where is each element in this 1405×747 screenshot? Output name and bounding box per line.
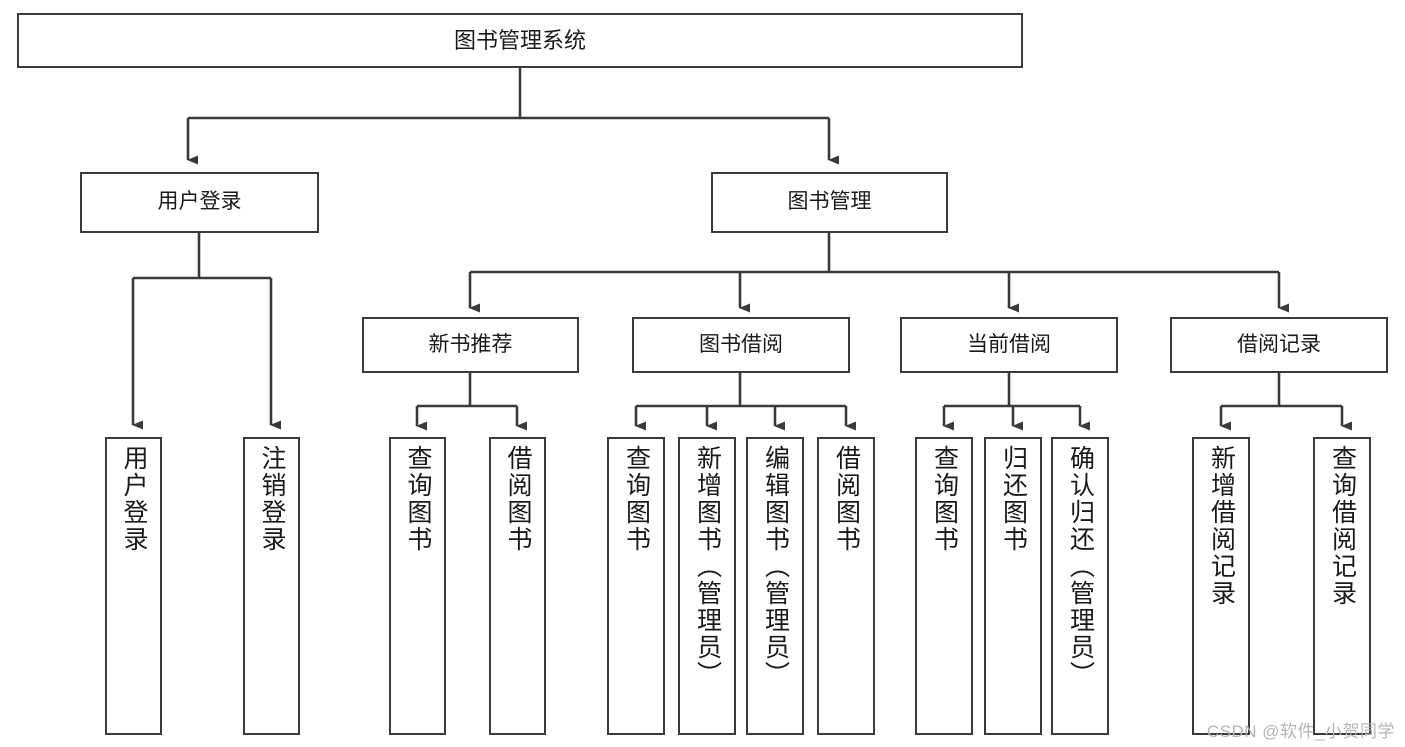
node-user-login[interactable]: 用户登录 bbox=[80, 172, 319, 233]
node-label: 图书管理 bbox=[787, 190, 872, 214]
leaf-edit-book-admin[interactable]: 编辑图书（管理员） bbox=[746, 437, 804, 735]
node-label: 用户登录 bbox=[157, 190, 242, 214]
node-label: 查询图书 bbox=[622, 445, 651, 553]
node-new-book-recommend[interactable]: 新书推荐 bbox=[362, 317, 579, 373]
node-current-borrow[interactable]: 当前借阅 bbox=[900, 317, 1118, 373]
watermark: CSDN @软件_小贺同学 bbox=[1206, 722, 1395, 741]
node-label: 当前借阅 bbox=[967, 332, 1051, 356]
leaf-borrow-book-recommend[interactable]: 借阅图书 bbox=[489, 437, 546, 735]
node-label: 新增图书（管理员） bbox=[693, 445, 722, 688]
node-label: 确认归还（管理员） bbox=[1066, 445, 1095, 688]
node-label: 新增借阅记录 bbox=[1207, 445, 1236, 607]
node-label: 借阅图书 bbox=[504, 445, 532, 553]
node-label: 新书推荐 bbox=[428, 332, 513, 356]
node-label: 借阅记录 bbox=[1237, 332, 1321, 356]
leaf-user-login[interactable]: 用户登录 bbox=[105, 437, 162, 735]
leaf-confirm-return-admin[interactable]: 确认归还（管理员） bbox=[1051, 437, 1109, 735]
node-label: 查询图书 bbox=[404, 445, 432, 553]
leaf-query-borrow-record[interactable]: 查询借阅记录 bbox=[1313, 437, 1371, 735]
leaf-add-book-admin[interactable]: 新增图书（管理员） bbox=[678, 437, 736, 735]
leaf-query-book-current[interactable]: 查询图书 bbox=[915, 437, 973, 735]
node-label: 注销登录 bbox=[258, 445, 286, 553]
node-label: 用户登录 bbox=[120, 445, 148, 553]
node-label: 归还图书 bbox=[999, 445, 1028, 553]
node-book-borrow[interactable]: 图书借阅 bbox=[632, 317, 850, 373]
node-label: 借阅图书 bbox=[832, 445, 861, 553]
leaf-return-book[interactable]: 归还图书 bbox=[984, 437, 1042, 735]
node-label: 图书管理系统 bbox=[453, 27, 586, 53]
node-borrow-record[interactable]: 借阅记录 bbox=[1170, 317, 1388, 373]
leaf-query-book-recommend[interactable]: 查询图书 bbox=[389, 437, 446, 735]
leaf-query-book-borrow[interactable]: 查询图书 bbox=[607, 437, 665, 735]
node-label: 编辑图书（管理员） bbox=[761, 445, 790, 688]
node-label: 图书借阅 bbox=[699, 332, 783, 356]
leaf-add-borrow-record[interactable]: 新增借阅记录 bbox=[1192, 437, 1250, 735]
node-root-system[interactable]: 图书管理系统 bbox=[17, 13, 1023, 68]
node-book-management[interactable]: 图书管理 bbox=[711, 172, 948, 233]
node-label: 查询借阅记录 bbox=[1328, 445, 1357, 607]
node-label: 查询图书 bbox=[930, 445, 959, 553]
leaf-borrow-book[interactable]: 借阅图书 bbox=[817, 437, 875, 735]
leaf-logout[interactable]: 注销登录 bbox=[243, 437, 300, 735]
